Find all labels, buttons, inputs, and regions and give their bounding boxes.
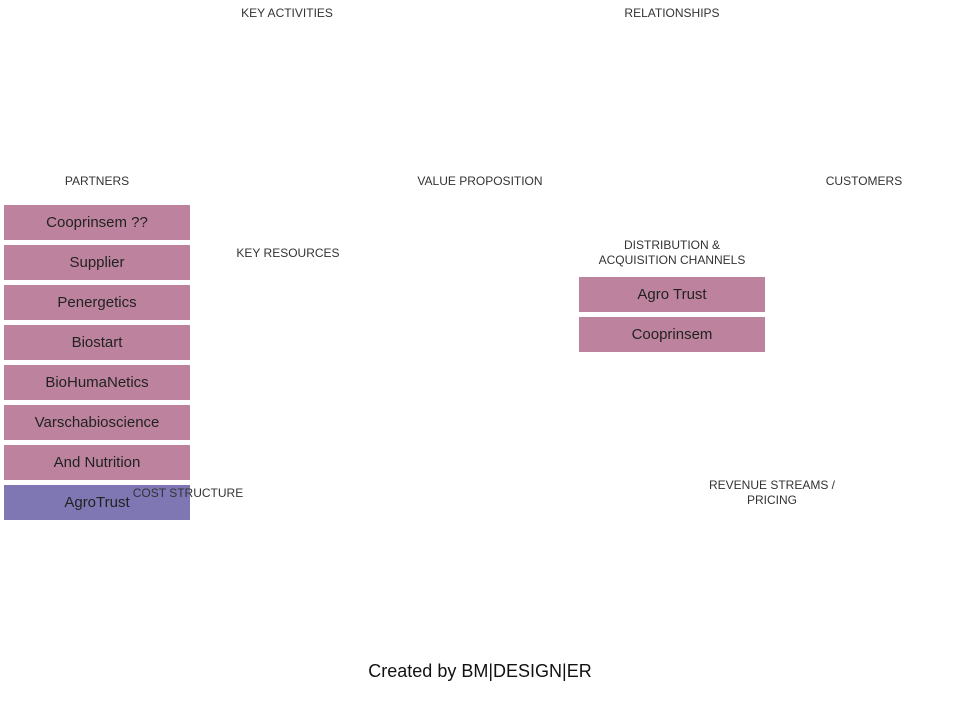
partners-label: PARTNERS [64, 174, 130, 188]
revenue-label-line2: PRICING [746, 493, 797, 507]
revenue-streams-label: REVENUE STREAMS / PRICING [682, 478, 862, 508]
distribution-channels-label: DISTRIBUTION & ACQUISITION CHANNELS [577, 238, 767, 268]
channel-note-agro-trust[interactable]: Agro Trust [579, 277, 765, 312]
created-by-footer: Created by BM|DESIGN|ER [368, 661, 592, 681]
customers-label: CUSTOMERS [825, 174, 903, 188]
partner-note-biostart[interactable]: Biostart [4, 325, 190, 360]
revenue-label-line1: REVENUE STREAMS / [708, 478, 836, 492]
partner-note-and-nutrition[interactable]: And Nutrition [4, 445, 190, 480]
partner-note-cooprinsem[interactable]: Cooprinsem ?? [4, 205, 190, 240]
partner-note-varschabioscience[interactable]: Varschabioscience [4, 405, 190, 440]
key-activities-label: KEY ACTIVITIES [241, 6, 333, 20]
cost-structure-label: COST STRUCTURE [132, 486, 244, 500]
partner-note-biohumanetics[interactable]: BioHumaNetics [4, 365, 190, 400]
partner-note-agrotrust[interactable]: AgroTrust [4, 485, 190, 520]
key-resources-label: KEY RESOURCES [236, 246, 340, 260]
value-proposition-label: VALUE PROPOSITION [417, 174, 543, 188]
partner-note-supplier[interactable]: Supplier [4, 245, 190, 280]
distribution-label-line1: DISTRIBUTION & [623, 238, 720, 252]
distribution-label-line2: ACQUISITION CHANNELS [598, 253, 746, 267]
relationships-label: RELATIONSHIPS [624, 6, 720, 20]
partner-note-penergetics[interactable]: Penergetics [4, 285, 190, 320]
channel-note-cooprinsem[interactable]: Cooprinsem [579, 317, 765, 352]
